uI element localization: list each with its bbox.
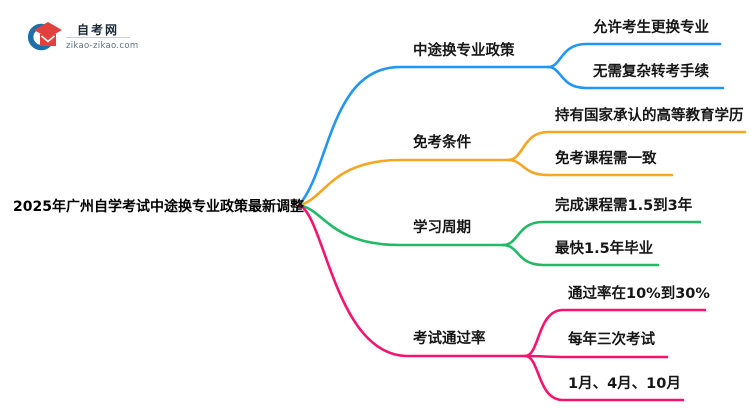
branch-4-leaf-3[interactable]: 1月、4月、10月 <box>568 376 681 392</box>
branch-1-leaf-1[interactable]: 允许考生更换专业 <box>593 20 709 36</box>
branch-3-leaf-1[interactable]: 完成课程需1.5到3年 <box>555 198 693 214</box>
branch-4-leaf-1[interactable]: 通过率在10%到30% <box>568 286 710 302</box>
branch-1-label[interactable]: 中途换专业政策 <box>413 43 515 59</box>
branch-1-leaf-2-line <box>546 65 725 90</box>
brand-divider <box>66 37 130 38</box>
brand-name: 自考网 <box>77 23 120 37</box>
branch-4-trunk-line <box>297 203 527 358</box>
branch-3-trunk-line <box>297 203 505 247</box>
brand-logo: 自考网 zikao-zikao.com <box>0 0 150 60</box>
branch-2-leaf-2-line <box>506 158 674 177</box>
central-topic[interactable]: 2025年广州自学考试中途换专业政策最新调整 <box>13 199 304 215</box>
branch-2-leaf-1[interactable]: 持有国家承认的高等教育学历 <box>555 108 744 124</box>
branch-4-leaf-1-line <box>523 308 707 358</box>
branch-4-label[interactable]: 考试通过率 <box>413 331 486 347</box>
branch-1-leaf-2[interactable]: 无需复杂转考手续 <box>593 64 709 80</box>
branch-2-trunk-line <box>297 158 510 207</box>
branch-3-leaf-1-line <box>501 220 702 247</box>
branch-2-leaf-1-line <box>506 130 747 162</box>
branch-3-leaf-2-line <box>501 243 660 267</box>
branch-3-label[interactable]: 学习周期 <box>413 220 471 236</box>
branch-1-leaf-1-line <box>546 42 722 69</box>
branch-4-leaf-2[interactable]: 每年三次考试 <box>568 332 655 348</box>
branch-2-leaf-2[interactable]: 免考课程需一致 <box>555 151 657 167</box>
branch-4-leaf-2-line <box>523 354 669 359</box>
branch-3-leaf-2[interactable]: 最快1.5年毕业 <box>555 241 654 257</box>
brand-logo-icon <box>28 22 62 51</box>
branch-2-label[interactable]: 免考条件 <box>413 135 471 151</box>
branch-1-trunk-line <box>297 65 550 207</box>
brand-domain: zikao-zikao.com <box>66 41 139 51</box>
branch-4-leaf-3-line <box>523 354 685 402</box>
